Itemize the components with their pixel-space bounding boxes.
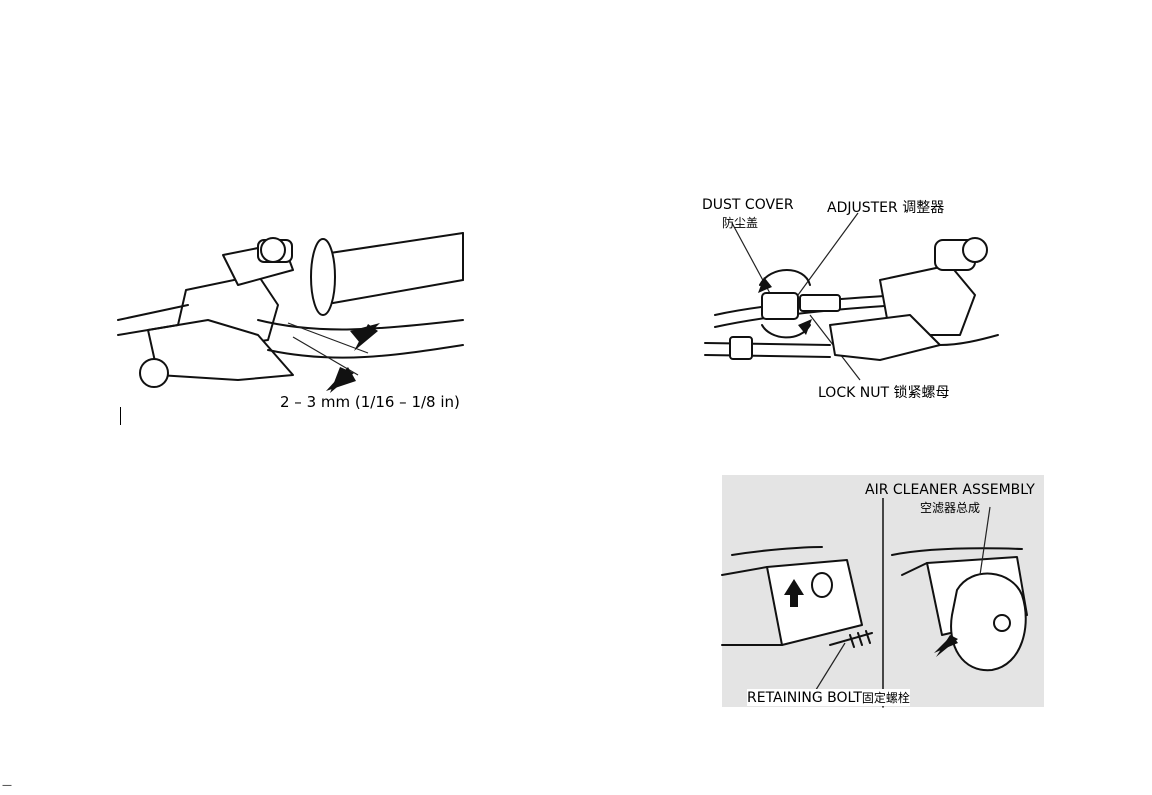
dust-cover-label: DUST COVER <box>702 197 794 213</box>
retaining-bolt-label: RETAINING BOLT固定螺栓 <box>747 689 910 706</box>
clutch-lever-figure: 2 – 3 mm (1/16 – 1/8 in) <box>118 225 468 430</box>
air-cleaner-assembly-label-zh: 空滤器总成 <box>920 499 980 516</box>
free-play-measurement-label: 2 – 3 mm (1/16 – 1/8 in) <box>280 393 460 411</box>
air-cleaner-figure: AIR CLEANER ASSEMBLY 空滤器总成 RETAINING BOL… <box>722 475 1044 707</box>
air-cleaner-assembly-label: AIR CLEANER ASSEMBLY <box>865 482 1035 498</box>
lock-nut-label: LOCK NUT 锁紧螺母 <box>818 382 949 402</box>
dust-cover-label-zh: 防尘盖 <box>722 214 758 231</box>
margin-mark <box>120 407 121 425</box>
adjuster-figure: DUST COVER 防尘盖 ADJUSTER 调整器 LOCK NUT 锁紧螺… <box>700 195 1000 405</box>
retaining-bolt-label-zh: 固定螺栓 <box>862 691 910 705</box>
footer-mark: — <box>2 780 12 791</box>
adjuster-label: ADJUSTER 调整器 <box>827 197 944 217</box>
retaining-bolt-label-en: RETAINING BOLT <box>747 690 862 706</box>
air-cleaner-illustration <box>722 475 1044 707</box>
